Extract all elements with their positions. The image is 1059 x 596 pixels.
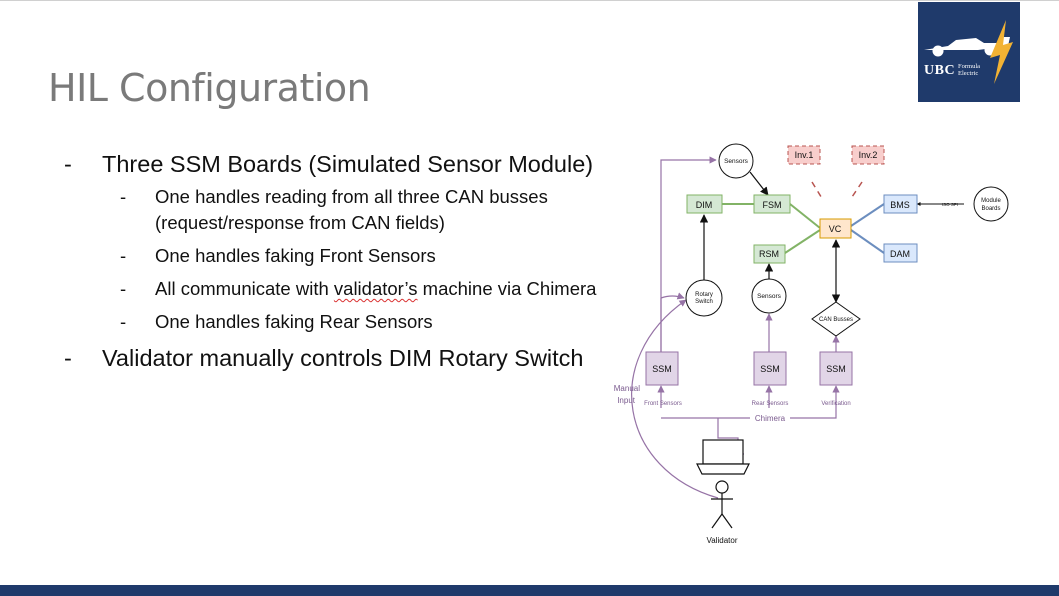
validator-manual-input-arrow xyxy=(631,299,719,499)
ssm-front-node xyxy=(645,351,679,386)
can-busses-node xyxy=(811,301,861,337)
rotary-label-2: Switch xyxy=(695,299,713,305)
ssm-front-label: SSM xyxy=(652,364,672,374)
verification-label: Verification xyxy=(821,401,850,407)
ssm-can-label: SSM xyxy=(826,364,846,374)
rsm-node xyxy=(753,244,786,264)
module-boards-node xyxy=(973,186,1009,222)
fsm-label: FSM xyxy=(763,200,782,210)
footer-bar xyxy=(0,585,1059,596)
spellcheck-underline: validator’s xyxy=(333,278,418,299)
bullet-text: Validator manually controls DIM Rotary S… xyxy=(102,345,584,371)
rsm-vc-edge xyxy=(784,229,821,254)
ssm1-sensors-top-arrow xyxy=(660,156,717,352)
logo-formula-electric-text: Formula Electric xyxy=(958,63,981,77)
inv2-label: Inv.2 xyxy=(859,150,878,160)
vc-node xyxy=(819,218,852,239)
bms-node xyxy=(883,194,918,214)
module-boards-label-2: Boards xyxy=(981,206,1000,212)
can-busses-label: CAN Busses xyxy=(819,317,853,323)
chimera-bus xyxy=(661,408,837,419)
bullet-dash: - xyxy=(64,151,72,177)
bullet-dash: - xyxy=(64,345,72,371)
bullet-dash: - xyxy=(120,278,127,299)
fsm-node xyxy=(753,194,791,214)
chimera-label: Chimera xyxy=(755,414,786,423)
fsm-vc-edge xyxy=(789,203,821,229)
sub-bullet: - One handles reading from all three CAN… xyxy=(62,184,602,236)
validator-label: Validator xyxy=(707,536,738,545)
rear-sensors-label: Rear Sensors xyxy=(752,401,789,407)
top-rule xyxy=(0,0,1059,1)
sub-bullet: - One handles faking Front Sensors xyxy=(62,243,602,269)
sub-bullet: - All communicate with validator’s machi… xyxy=(62,276,602,302)
sensors-fsm-arrow xyxy=(749,171,769,196)
manual-label: Manual xyxy=(614,384,640,393)
dam-label: DAM xyxy=(890,249,910,259)
vc-label: VC xyxy=(829,224,842,234)
sub-bullet-text: One handles faking Rear Sensors xyxy=(155,311,433,332)
sub-bullet: - One handles faking Rear Sensors xyxy=(62,309,602,335)
sub-bullet-text: All communicate with validator’s machine… xyxy=(155,278,597,299)
sensors-rear-label: Sensors xyxy=(757,293,782,300)
inv2-node xyxy=(851,145,885,165)
race-car-icon xyxy=(924,20,1013,84)
ssm-rear-label: SSM xyxy=(760,364,780,374)
validator-person-icon xyxy=(711,480,733,529)
vc-dam-edge xyxy=(850,229,885,254)
rsm-label: RSM xyxy=(759,249,779,259)
bullet-dash: - xyxy=(120,186,127,207)
slide-title: HIL Configuration xyxy=(48,66,371,110)
inv2-vc-edge xyxy=(849,181,863,201)
input-label: Input xyxy=(617,396,636,405)
bullet-dash: - xyxy=(120,311,127,332)
dam-node xyxy=(883,243,918,263)
rotary-switch-node xyxy=(685,279,723,317)
inv1-vc-edge xyxy=(811,181,824,201)
chimera-label-bg xyxy=(750,414,790,423)
ssm-can-node xyxy=(819,351,853,386)
bullet-list: - Three SSM Boards (Simulated Sensor Mod… xyxy=(62,148,602,378)
bullet-ssm-boards: - Three SSM Boards (Simulated Sensor Mod… xyxy=(62,148,602,180)
ssm1-rotary-arrow xyxy=(660,292,685,300)
dim-label: DIM xyxy=(696,200,713,210)
ssm-rear-node xyxy=(753,351,787,386)
bullet-validator: - Validator manually controls DIM Rotary… xyxy=(62,342,602,374)
ubc-formula-electric-logo: UBC Formula Electric xyxy=(918,2,1020,102)
bms-label: BMS xyxy=(890,200,910,210)
sub-bullet-text: One handles faking Front Sensors xyxy=(155,245,436,266)
sensors-top-label: Sensors xyxy=(724,158,749,165)
logo-ubc-text: UBC xyxy=(924,63,956,78)
laptop-icon xyxy=(696,439,750,475)
dim-node xyxy=(686,194,723,214)
rotary-label-1: Rotary xyxy=(695,292,713,298)
sub-bullet-text: One handles reading from all three CAN b… xyxy=(155,186,548,233)
sensors-top-node xyxy=(718,143,754,179)
module-boards-label-1: Module xyxy=(981,198,1001,204)
vc-bms-edge xyxy=(850,203,885,227)
inv1-node xyxy=(787,145,821,165)
inv1-label: Inv.1 xyxy=(795,150,814,160)
bullet-dash: - xyxy=(120,245,127,266)
iso-spi-label: ISO SPI xyxy=(942,202,958,207)
sensors-rear-node xyxy=(751,278,787,314)
front-sensors-label: Front Sensors xyxy=(644,401,682,407)
bullet-text: Three SSM Boards (Simulated Sensor Modul… xyxy=(102,151,594,177)
